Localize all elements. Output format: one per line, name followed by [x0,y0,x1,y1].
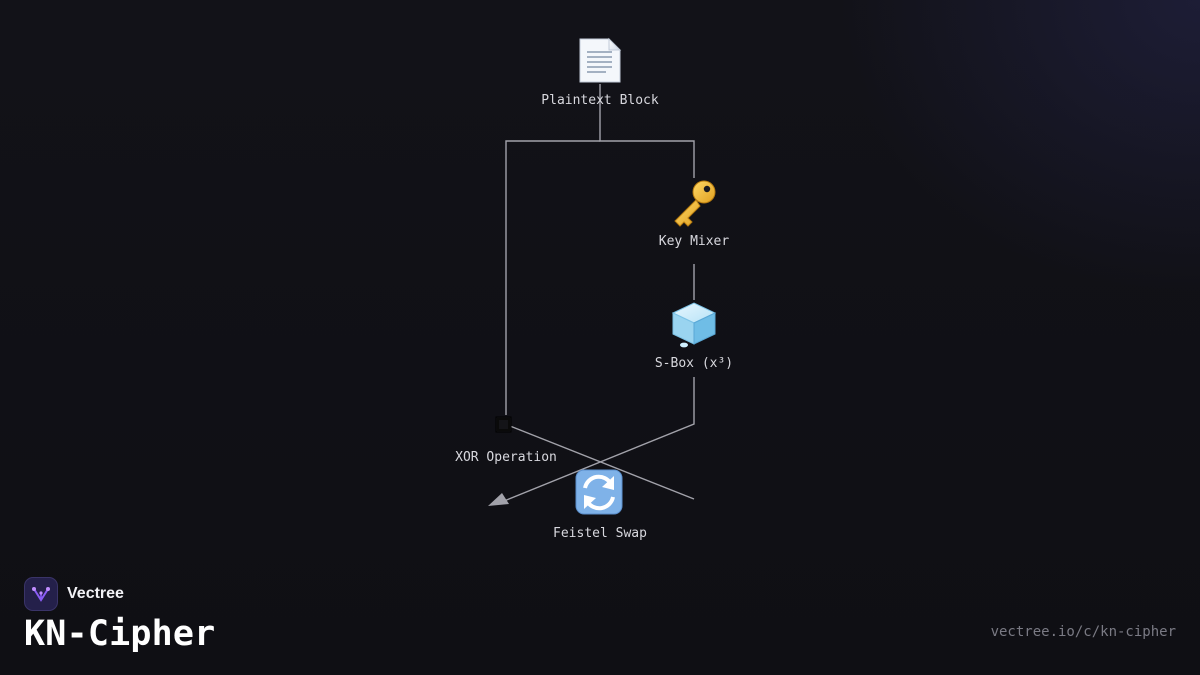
node-label: Plaintext Block [541,93,659,108]
node-sbox[interactable]: S-Box (x³) [655,302,733,371]
document-icon [579,37,622,83]
node-label: Key Mixer [659,234,730,249]
node-xor-operation[interactable]: XOR Operation [455,416,557,465]
edges-layer [488,84,695,506]
edge-plaintext-to-keymixer [599,84,695,178]
ice-cube-icon [671,302,717,348]
page-title: KN-Cipher [24,614,216,654]
node-feistel-swap[interactable]: Feistel Swap [553,469,647,541]
swap-arrows-icon [575,469,623,515]
brand: Vectree [24,577,124,611]
node-label: S-Box (x³) [655,356,733,371]
edge-xor-to-swap [509,425,695,500]
node-key-mixer[interactable]: Key Mixer [659,180,730,249]
node-label: XOR Operation [455,450,557,465]
edge-plaintext-to-xor [505,140,600,415]
brand-name: Vectree [67,585,124,602]
xor-square-icon [495,416,512,433]
node-plaintext-block[interactable]: Plaintext Block [541,37,659,108]
page-url[interactable]: vectree.io/c/kn-cipher [990,624,1176,640]
arrowhead [488,493,509,506]
node-label: Feistel Swap [553,526,647,541]
key-icon [674,180,716,227]
edge-sbox-to-swap [503,377,695,502]
vectree-logo-icon [24,577,58,611]
